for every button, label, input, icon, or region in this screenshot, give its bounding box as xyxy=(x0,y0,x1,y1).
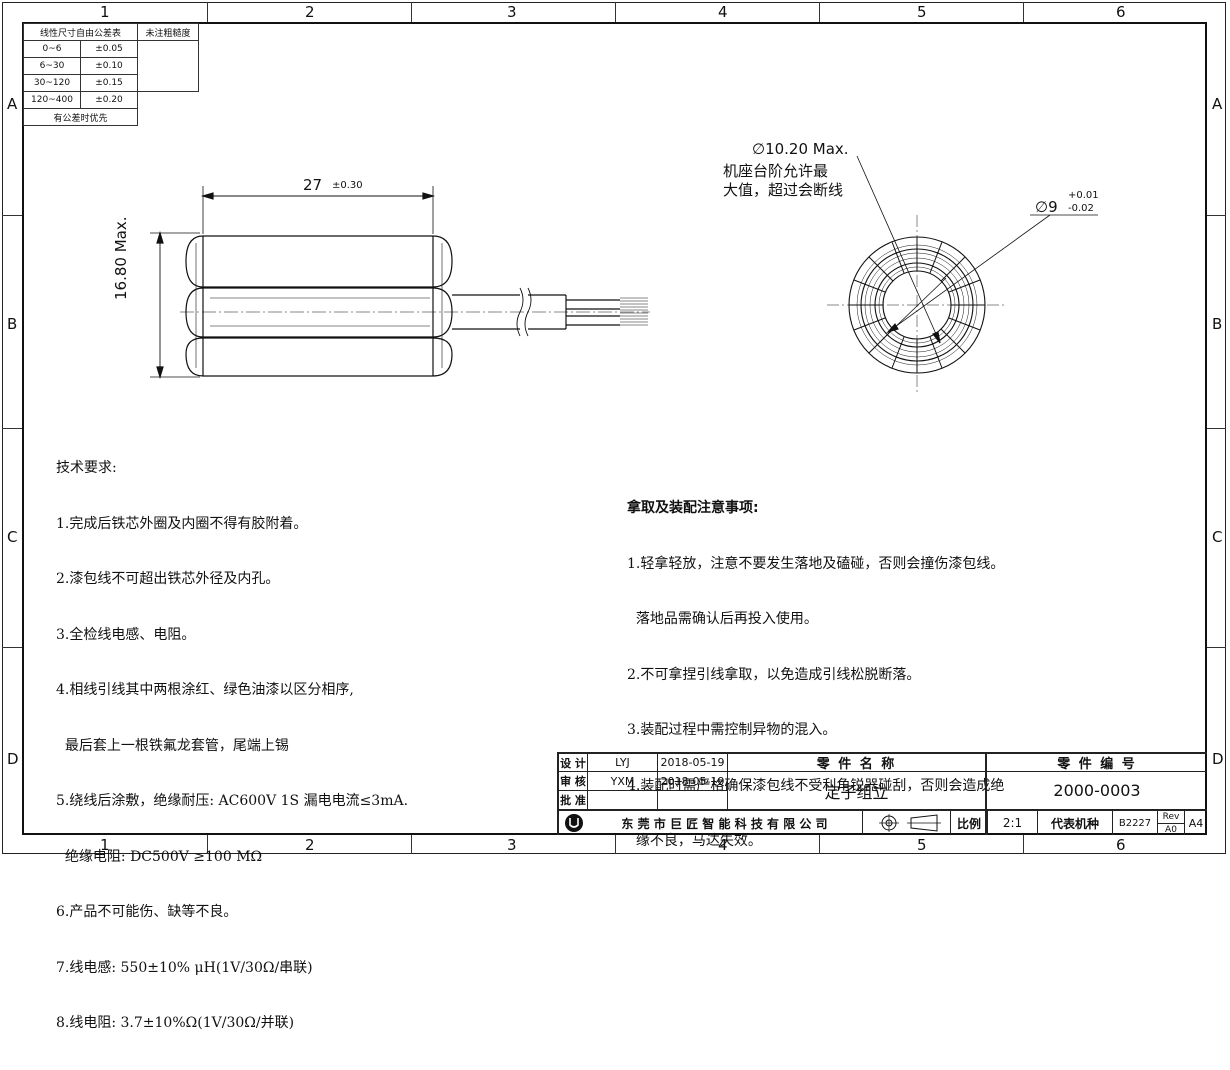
model-label: 代表机种 xyxy=(1050,816,1099,831)
zone-row-a-right: A xyxy=(1212,95,1223,113)
projection-icon xyxy=(878,814,941,832)
handling-note-line: 4.装配时需严格确保漆包线不受利角锐器碰刮，否则会造成绝 xyxy=(627,777,1005,794)
end-view xyxy=(827,155,1098,395)
zone-col-3-bottom: 3 xyxy=(507,836,517,854)
handling-note-line: 2.不可拿捏引线拿取，以免造成引线松脱断落。 xyxy=(627,666,921,683)
zone-col-5: 5 xyxy=(917,3,927,21)
zone-col-4: 4 xyxy=(718,3,728,21)
tech-requirement-line: 4.相线引线其中两根涂红、绿色油漆以区分相序, xyxy=(56,682,354,698)
zone-tick xyxy=(2,428,22,429)
zone-col-5-bottom: 5 xyxy=(917,836,927,854)
zone-row-b-right: B xyxy=(1212,315,1223,333)
zone-tick xyxy=(2,215,22,216)
zone-row-c: C xyxy=(7,528,18,546)
handling-note-line: 1.轻拿轻放，注意不要发生落地及磕碰，否则会撞伤漆包线。 xyxy=(627,555,1005,572)
tech-requirement-line: 2.漆包线不可超出铁芯外径及内孔。 xyxy=(56,571,280,587)
design-date: 2018-05-19 xyxy=(660,756,725,769)
zone-tick xyxy=(411,2,412,22)
zone-tick xyxy=(819,835,820,854)
handling-notes: 拿取及装配注意事项: 1.轻拿轻放，注意不要发生落地及磕碰，否则会撞伤漆包线。 … xyxy=(627,462,1004,888)
reviewer-name: YXM xyxy=(610,774,635,788)
zone-col-2: 2 xyxy=(305,3,315,21)
inner-tolerance-upper: +0.01 xyxy=(1068,190,1099,201)
zone-tick xyxy=(615,835,616,854)
zone-tick xyxy=(1023,2,1024,22)
outer-diameter-note-1: 机座台阶允许最 xyxy=(723,162,829,180)
zone-col-1-bottom: 1 xyxy=(100,836,110,854)
design-label: 设 计 xyxy=(560,756,586,770)
approve-label: 批 准 xyxy=(560,794,586,807)
title-block: 设 计 LYJ 2018-05-19 审 核 YXM 2018-05-19 批 … xyxy=(557,752,1207,835)
zone-row-a: A xyxy=(7,95,18,113)
zone-col-1: 1 xyxy=(100,3,110,21)
handling-note-line: 落地品需确认后再投入使用。 xyxy=(627,611,818,627)
model-value: B2227 xyxy=(1118,817,1152,829)
review-date: 2018-05-19 xyxy=(660,774,725,788)
roughness-cell xyxy=(137,40,199,92)
handling-note-line: 3.装配过程中需控制异物的混入。 xyxy=(627,722,837,738)
designer-name: LYJ xyxy=(615,756,630,769)
tech-requirement-line: 1.完成后铁芯外圈及内圈不得有胶附着。 xyxy=(56,515,308,532)
height-dimension: 16.80 Max. xyxy=(112,216,130,301)
outer-diameter-note-2: 大值，超过会断线 xyxy=(723,181,844,199)
scale-value: 2:1 xyxy=(1002,816,1023,830)
rev-label: Rev xyxy=(1162,812,1180,822)
scale-label: 比例 xyxy=(956,816,981,831)
zone-col-2-bottom: 2 xyxy=(305,836,315,854)
length-dimension: 27 xyxy=(303,176,323,194)
tech-requirement-line: 6.产品不可能伤、缺等不良。 xyxy=(56,904,238,920)
length-tolerance: ±0.30 xyxy=(332,180,363,191)
zone-col-6: 6 xyxy=(1116,3,1126,21)
side-view xyxy=(150,186,650,380)
drawing-sheet: 1 2 3 4 5 6 1 2 3 4 5 6 A B C D A B C D … xyxy=(2,2,1226,1031)
zone-tick xyxy=(1207,215,1226,216)
inner-diameter-dimension: ∅9 xyxy=(1035,198,1058,216)
tolerance-table: 线性尺寸自由公差表 未注粗糙度 0~6 ±0.05 6~30 ±0.10 30~… xyxy=(23,23,199,126)
part-name: 定子组立 xyxy=(824,782,889,802)
zone-row-d: D xyxy=(7,750,19,768)
rev-value: A0 xyxy=(1165,824,1177,835)
tech-requirement-line: 5.绕线后涂敷，绝缘耐压: AC600V 1S 漏电电流≤3mA. xyxy=(56,793,409,809)
logo-icon xyxy=(565,814,583,832)
part-number-label: 零 件 编 号 xyxy=(1057,757,1137,772)
zone-tick xyxy=(1207,428,1226,429)
tech-requirement-line: 8.线电阻: 3.7±10%Ω(1V/30Ω/并联) xyxy=(56,1015,295,1031)
tech-requirement-line: 最后套上一根铁氟龙套管，尾端上锡 xyxy=(56,737,289,754)
tech-requirement-line: 3.全检线电感、电阻。 xyxy=(56,626,196,643)
handling-note-line: 缘不良，马达失效。 xyxy=(627,833,762,849)
sheet-size: A4 xyxy=(1188,816,1204,830)
company-name: 东 莞 市 巨 匠 智 能 科 技 有 限 公 司 xyxy=(621,816,828,831)
zone-row-c-right: C xyxy=(1212,528,1223,546)
tolerance-footer: 有公差时优先 xyxy=(23,108,138,126)
zone-tick xyxy=(411,835,412,854)
zone-col-6-bottom: 6 xyxy=(1116,836,1126,854)
zone-tick xyxy=(819,2,820,22)
zone-col-4-bottom: 4 xyxy=(718,836,728,854)
company-logo xyxy=(563,813,585,833)
part-name-label: 零 件 名 称 xyxy=(816,757,897,772)
stator-drawing xyxy=(150,155,1098,395)
zone-col-3: 3 xyxy=(507,3,517,21)
review-label: 审 核 xyxy=(560,775,586,788)
tech-requirements-title: 技术要求: xyxy=(56,460,117,476)
zone-tick xyxy=(1207,647,1226,648)
zone-tick xyxy=(1023,835,1024,854)
projection-symbol xyxy=(863,811,950,835)
zone-row-b: B xyxy=(7,315,18,333)
zone-tick xyxy=(2,647,22,648)
tech-requirements: 技术要求: 1.完成后铁芯外圈及内圈不得有胶附着。 2.漆包线不可超出铁芯外径及… xyxy=(56,422,408,1070)
outer-diameter-dimension: ∅10.20 Max. xyxy=(752,140,849,158)
tech-requirement-line: 绝缘电阻: DC500V ≥100 MΩ xyxy=(56,848,263,865)
zone-tick xyxy=(615,2,616,22)
inner-tolerance-lower: -0.02 xyxy=(1068,203,1094,214)
zone-tick xyxy=(207,2,208,22)
zone-tick xyxy=(207,835,208,854)
tech-requirement-line: 7.线电感: 550±10% μH(1V/30Ω/串联) xyxy=(56,959,313,976)
zone-row-d-right: D xyxy=(1212,750,1224,768)
inner-frame xyxy=(22,22,1207,835)
handling-notes-title: 拿取及装配注意事项: xyxy=(627,500,759,516)
part-number: 2000-0003 xyxy=(1053,781,1141,800)
